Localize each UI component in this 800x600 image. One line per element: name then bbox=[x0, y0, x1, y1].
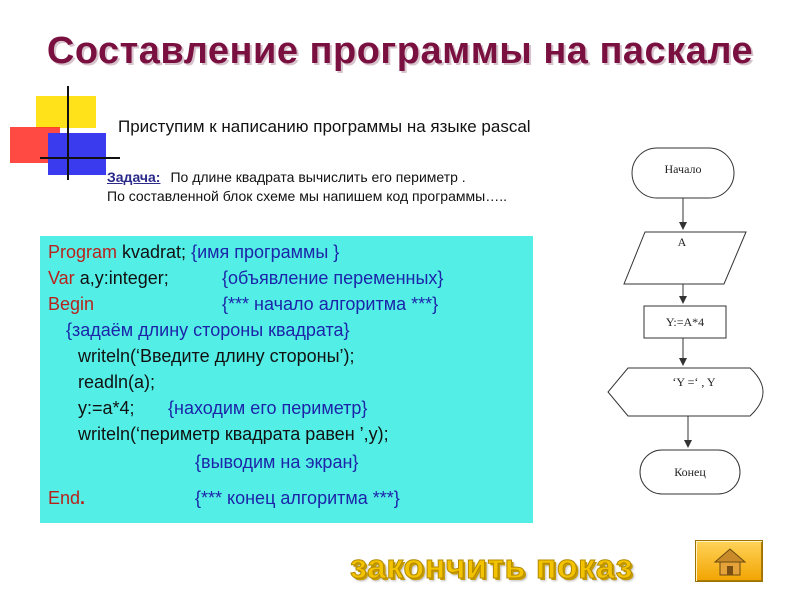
code-block: Program kvadrat; {имя программы } Var a,… bbox=[40, 236, 533, 523]
slide-title: Составление программы на паскале bbox=[46, 30, 754, 72]
decorative-squares bbox=[10, 86, 120, 180]
task-label: Задача: bbox=[107, 169, 161, 185]
code-dot: . bbox=[80, 488, 86, 508]
flowchart-process-shape bbox=[643, 305, 727, 339]
flowchart: Начало A Y:=A*4 ‘Y =‘ , Y Конец bbox=[607, 147, 764, 495]
home-icon bbox=[713, 548, 747, 576]
code-line-4: {задаём длину стороны квадрата} bbox=[66, 320, 350, 340]
flowchart-start-label: Начало bbox=[665, 162, 702, 176]
code-line-5: writeln(‘Введите длину стороны’); bbox=[78, 346, 355, 366]
flowchart-end-label: Конец bbox=[674, 465, 706, 479]
flowchart-end-shape bbox=[639, 449, 741, 495]
code-text: kvadrat; bbox=[117, 242, 192, 262]
home-button[interactable] bbox=[695, 540, 763, 582]
code-comment: {имя программы } bbox=[191, 242, 340, 262]
task-text: По длине квадрата вычислить его периметр… bbox=[170, 169, 466, 185]
code-line-7-comment: {находим его периметр} bbox=[168, 398, 368, 418]
code-line-6: readln(a); bbox=[78, 372, 156, 392]
finish-show-button[interactable]: закончить показ bbox=[350, 548, 633, 587]
code-keyword: Var bbox=[48, 268, 75, 288]
flowchart-input-shape bbox=[623, 231, 747, 285]
task-line-2: По составленной блок схеме мы напишем ко… bbox=[107, 188, 507, 204]
code-keyword: End bbox=[48, 488, 81, 508]
code-line-7-text: y:=a*4; bbox=[78, 398, 135, 418]
code-line-2: Var a,y:integer; bbox=[48, 268, 169, 289]
code-line-9: {выводим на экран} bbox=[195, 452, 359, 472]
task-line-1: Задача: По длине квадрата вычислить его п… bbox=[107, 168, 627, 187]
flowchart-process-label: Y:=A*4 bbox=[666, 315, 704, 329]
task-description: Задача: По длине квадрата вычислить его п… bbox=[107, 168, 627, 206]
code-line-10: End. bbox=[48, 488, 85, 509]
code-keyword: Begin bbox=[48, 294, 95, 314]
code-line-1: Program kvadrat; {имя программы } bbox=[48, 242, 339, 263]
code-text: a,y:integer; bbox=[74, 268, 169, 288]
code-comment: {*** начало алгоритма ***} bbox=[222, 294, 439, 314]
code-keyword: Program bbox=[48, 242, 118, 262]
yellow-square bbox=[36, 96, 96, 128]
blue-square bbox=[48, 133, 106, 175]
slide-subtitle: Приступим к написанию программы на языке… bbox=[118, 117, 531, 136]
code-comment: {объявление переменных} bbox=[222, 268, 444, 288]
code-comment: {*** конец алгоритма ***} bbox=[195, 488, 400, 508]
flowchart-input-label: A bbox=[678, 235, 687, 249]
flowchart-output-label: ‘Y =‘ , Y bbox=[672, 375, 716, 389]
flowchart-output-shape bbox=[607, 367, 764, 417]
code-line-8: writeln(‘периметр квадрата равен ’,y); bbox=[78, 424, 389, 444]
